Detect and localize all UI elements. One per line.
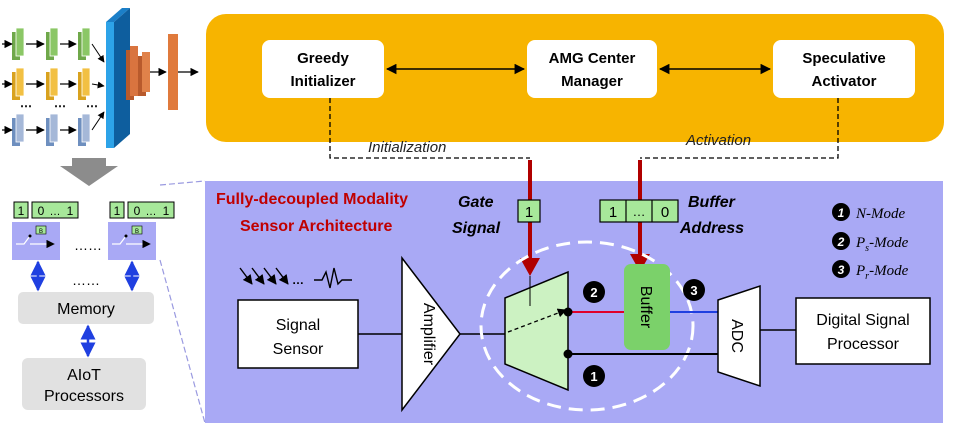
mode-legend-ps: 2 Ps-Mode [832, 232, 909, 254]
svg-text:0: 0 [661, 204, 669, 221]
svg-text:1: 1 [163, 204, 170, 218]
greedy-initializer-box [262, 40, 384, 98]
svg-text:1: 1 [18, 204, 25, 218]
down-arrow-icon [60, 158, 118, 186]
svg-text:1: 1 [609, 204, 617, 221]
svg-text:1: 1 [114, 204, 121, 218]
signal-sensor-line2: Sensor [273, 341, 324, 358]
yellow-layer-row [2, 67, 105, 100]
path-marker-3: 3 [683, 279, 705, 301]
processors-line2: Processors [44, 388, 124, 405]
svg-text:2: 2 [837, 235, 845, 249]
gate-signal-line1: Gate [458, 194, 494, 211]
svg-text:2: 2 [590, 285, 597, 300]
svg-text:1: 1 [525, 204, 533, 221]
fusion-block [106, 8, 199, 148]
modules-ellipsis-lower: …… [72, 272, 100, 288]
svg-text:3: 3 [690, 283, 697, 298]
green-layer-row [2, 27, 105, 63]
amg-line2: Manager [561, 73, 623, 90]
gate-value-badge: 1 [517, 199, 541, 223]
svg-text:0: 0 [134, 204, 141, 218]
panel-title-line2: Sensor Architecture [240, 218, 392, 235]
svg-text:B: B [39, 229, 43, 235]
aiot-processors-box [22, 358, 146, 410]
signal-sensor-box [237, 299, 359, 369]
svg-text:…: … [50, 206, 61, 218]
blue-layer-row [2, 111, 105, 146]
svg-text:3: 3 [838, 263, 845, 277]
activation-label: Activation [685, 132, 751, 149]
amplifier-label: Amplifier [420, 303, 437, 366]
digital-signal-processor-box [795, 297, 931, 365]
amplifier-triangle [401, 255, 461, 413]
svg-text:⋯: ⋯ [54, 99, 66, 113]
mode-selection-ellipse [479, 240, 695, 412]
signal-dots: … [292, 273, 304, 287]
svg-text:Ps-Mode: Ps-Mode [855, 235, 909, 254]
memory-box [18, 292, 154, 324]
mux-trapezoid [504, 270, 569, 392]
buffer-block [624, 264, 670, 350]
sensor-module-right: B [108, 222, 156, 260]
buffer-address-badge: 1 … 0 [599, 199, 679, 223]
buffer-label: Buffer [637, 286, 654, 329]
spec-line1: Speculative [802, 50, 885, 67]
network-illustration: ⋯ ⋯ ⋯ [2, 8, 199, 148]
path-marker-2: 2 [583, 281, 605, 303]
mode-legend: 1 N-Mode 2 Ps-Mode 3 Pr-Mode [832, 203, 909, 282]
svg-text:1: 1 [67, 204, 74, 218]
processors-line1: AIoT [67, 367, 101, 384]
sensor-module-left: B [12, 222, 60, 260]
dsp-line1: Digital Signal [816, 312, 909, 329]
gate-signal-line2: Signal [452, 220, 501, 237]
svg-text:N-Mode: N-Mode [855, 206, 906, 222]
signal-waves-icon [239, 267, 352, 289]
greedy-line2: Initializer [290, 73, 355, 90]
amg-line1: AMG Center [549, 50, 636, 67]
amg-manager-box [527, 40, 657, 98]
signal-sensor-line1: Signal [276, 317, 320, 334]
mode-legend-n: 1 N-Mode [832, 203, 906, 222]
initialization-label: Initialization [368, 139, 446, 156]
svg-text:1: 1 [590, 369, 597, 384]
control-panel: Greedy Initializer AMG Center Manager Sp… [206, 14, 944, 142]
svg-text:0: 0 [38, 204, 45, 218]
adc-label: ADC [728, 319, 745, 353]
svg-text:⋯: ⋯ [86, 99, 98, 113]
memory-label: Memory [57, 301, 115, 318]
panel-title-line1: Fully-decoupled Modality [216, 191, 408, 208]
path-marker-1: 1 [583, 365, 605, 387]
buffer-address-line2: Address [679, 220, 744, 237]
svg-text:B: B [135, 229, 139, 235]
spec-line2: Activator [811, 73, 876, 90]
svg-text:…: … [146, 206, 157, 218]
svg-text:…: … [633, 204, 646, 219]
svg-text:1: 1 [838, 206, 845, 220]
mode-legend-pr: 3 Pr-Mode [832, 260, 909, 282]
greedy-line1: Greedy [297, 50, 349, 67]
mode-badge-left: 1 0 … 1 [13, 201, 79, 219]
modules-ellipsis: …… [74, 237, 102, 253]
speculative-activator-box [773, 40, 915, 98]
mode-badge-right: 1 0 … 1 [109, 201, 175, 219]
buffer-address-line1: Buffer [688, 194, 736, 211]
left-system: 1 0 … 1 1 0 … 1 B B [12, 201, 175, 410]
control-lines [329, 98, 839, 159]
svg-text:⋯: ⋯ [20, 99, 32, 113]
svg-text:Pr-Mode: Pr-Mode [855, 263, 909, 282]
dsp-line2: Processor [827, 336, 900, 353]
adc-block [717, 284, 761, 388]
